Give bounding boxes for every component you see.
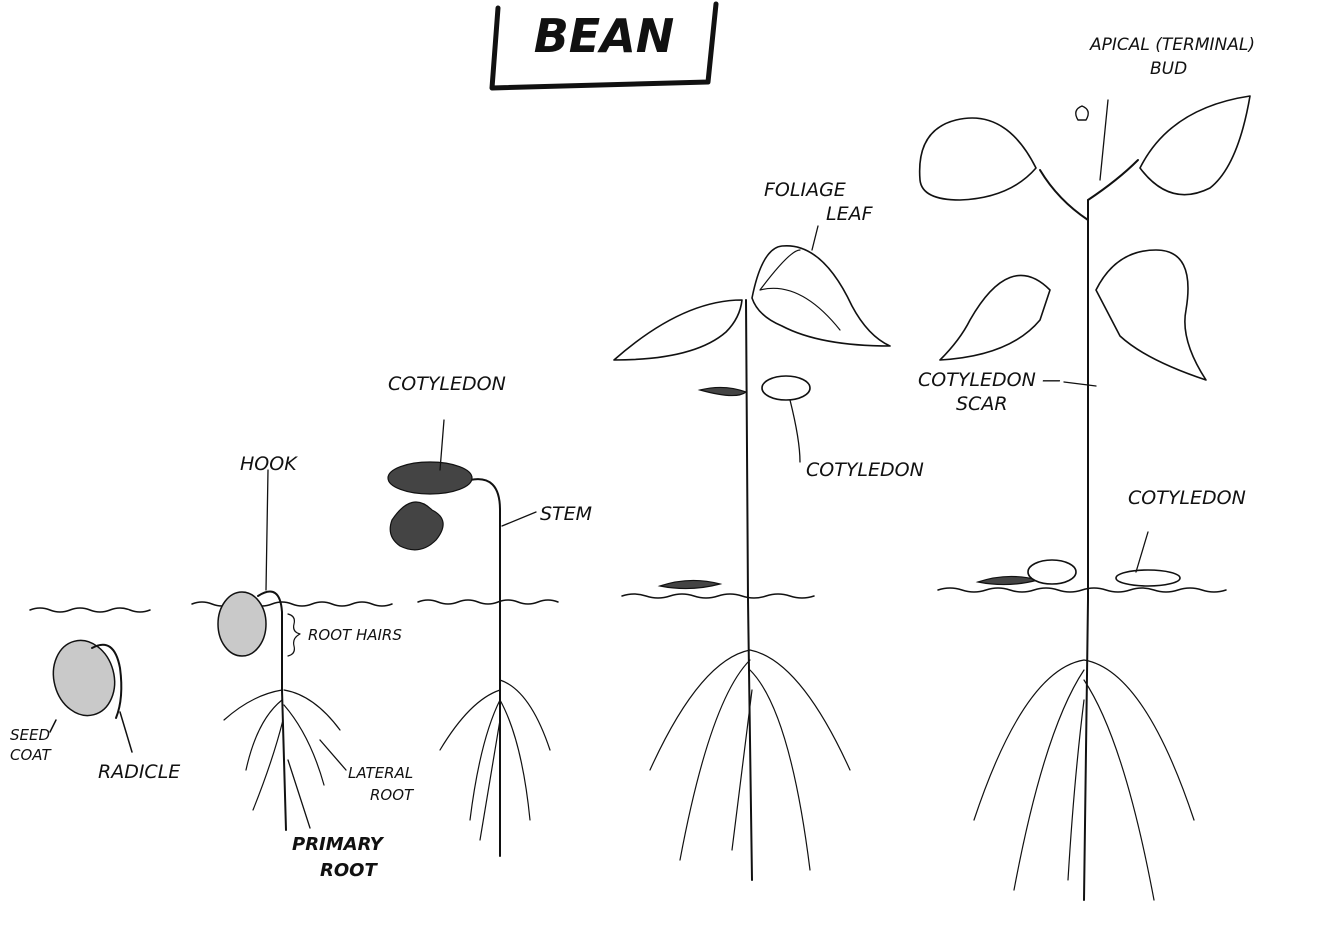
stage4-cotyledon-left: [700, 387, 746, 395]
label-seed-coat-1: SEED: [10, 726, 50, 744]
label-cotyledon-scar-1: COTYLEDON —: [918, 369, 1061, 391]
stage4-seed-remains: [660, 580, 720, 588]
label-cotyledon-5: COTYLEDON: [1128, 487, 1246, 509]
soil-lines: [30, 588, 1226, 612]
label-apical-bud-1: APICAL (TERMINAL): [1089, 35, 1255, 55]
scar-pointer: [1064, 382, 1096, 386]
seed-coat-fragment: [390, 502, 443, 550]
apical-bud-pointer: [1100, 100, 1108, 180]
stage3-stem: [470, 479, 500, 856]
upper-leaf-right: [1140, 96, 1250, 195]
title-text: BEAN: [534, 9, 675, 63]
stage4-cotyledon-right: [762, 376, 810, 400]
hook-pointer: [266, 470, 268, 590]
stage5-seed-remains: [978, 576, 1038, 584]
stage5-cotyledon-right: [1116, 570, 1180, 586]
stage-2-hook: [218, 470, 346, 830]
seed-cotyledons: [218, 592, 266, 656]
label-foliage-leaf-1: FOLIAGE: [764, 179, 846, 201]
label-cotyledon-4: COTYLEDON: [806, 459, 924, 481]
cotyledon4-pointer: [790, 400, 800, 462]
label-radicle: RADICLE: [98, 761, 180, 783]
stage5-stem: [1084, 200, 1088, 900]
label-apical-bud-2: BUD: [1150, 59, 1187, 79]
lower-leaf-right: [1096, 250, 1206, 380]
stem-pointer: [502, 512, 536, 526]
label-primary-root-1: PRIMARY: [292, 834, 385, 855]
label-primary-root-2: ROOT: [320, 860, 378, 881]
label-root-hairs: ROOT HAIRS: [308, 626, 402, 644]
cotyledon-pair: [388, 462, 472, 494]
root-hairs-brace: [288, 614, 300, 656]
stage4-stem: [746, 300, 752, 880]
cotyledon5-pointer: [1136, 532, 1148, 572]
radicle-pointer: [120, 712, 132, 752]
lateral-root-pointer: [320, 740, 346, 770]
lower-leaf-left: [940, 275, 1050, 360]
label-lateral-root-2: ROOT: [370, 786, 415, 804]
foliage-leaf-left: [614, 300, 742, 360]
stage-4-seedling: [614, 226, 890, 880]
label-foliage-leaf-2: LEAF: [826, 203, 874, 225]
label-lateral-root-1: LATERAL: [348, 764, 413, 782]
stage-1-seed: [45, 634, 132, 752]
upper-leaf-left: [920, 118, 1036, 200]
label-cotyledon-3: COTYLEDON: [388, 373, 506, 395]
primary-root-pointer: [288, 760, 310, 828]
foliage-leaf-right: [752, 246, 890, 346]
title-box: BEAN: [492, 4, 716, 88]
stage5-cotyledon-left: [1028, 560, 1076, 584]
label-hook: HOOK: [240, 453, 298, 475]
label-stem: STEM: [540, 503, 592, 525]
stage3-roots: [440, 680, 550, 840]
foliage-pointer: [812, 226, 818, 250]
seed-coat-pointer: [50, 720, 56, 732]
label-cotyledon-scar-2: SCAR: [956, 393, 1008, 415]
label-seed-coat-2: COAT: [10, 746, 52, 764]
apical-bud-shape: [1076, 106, 1089, 120]
